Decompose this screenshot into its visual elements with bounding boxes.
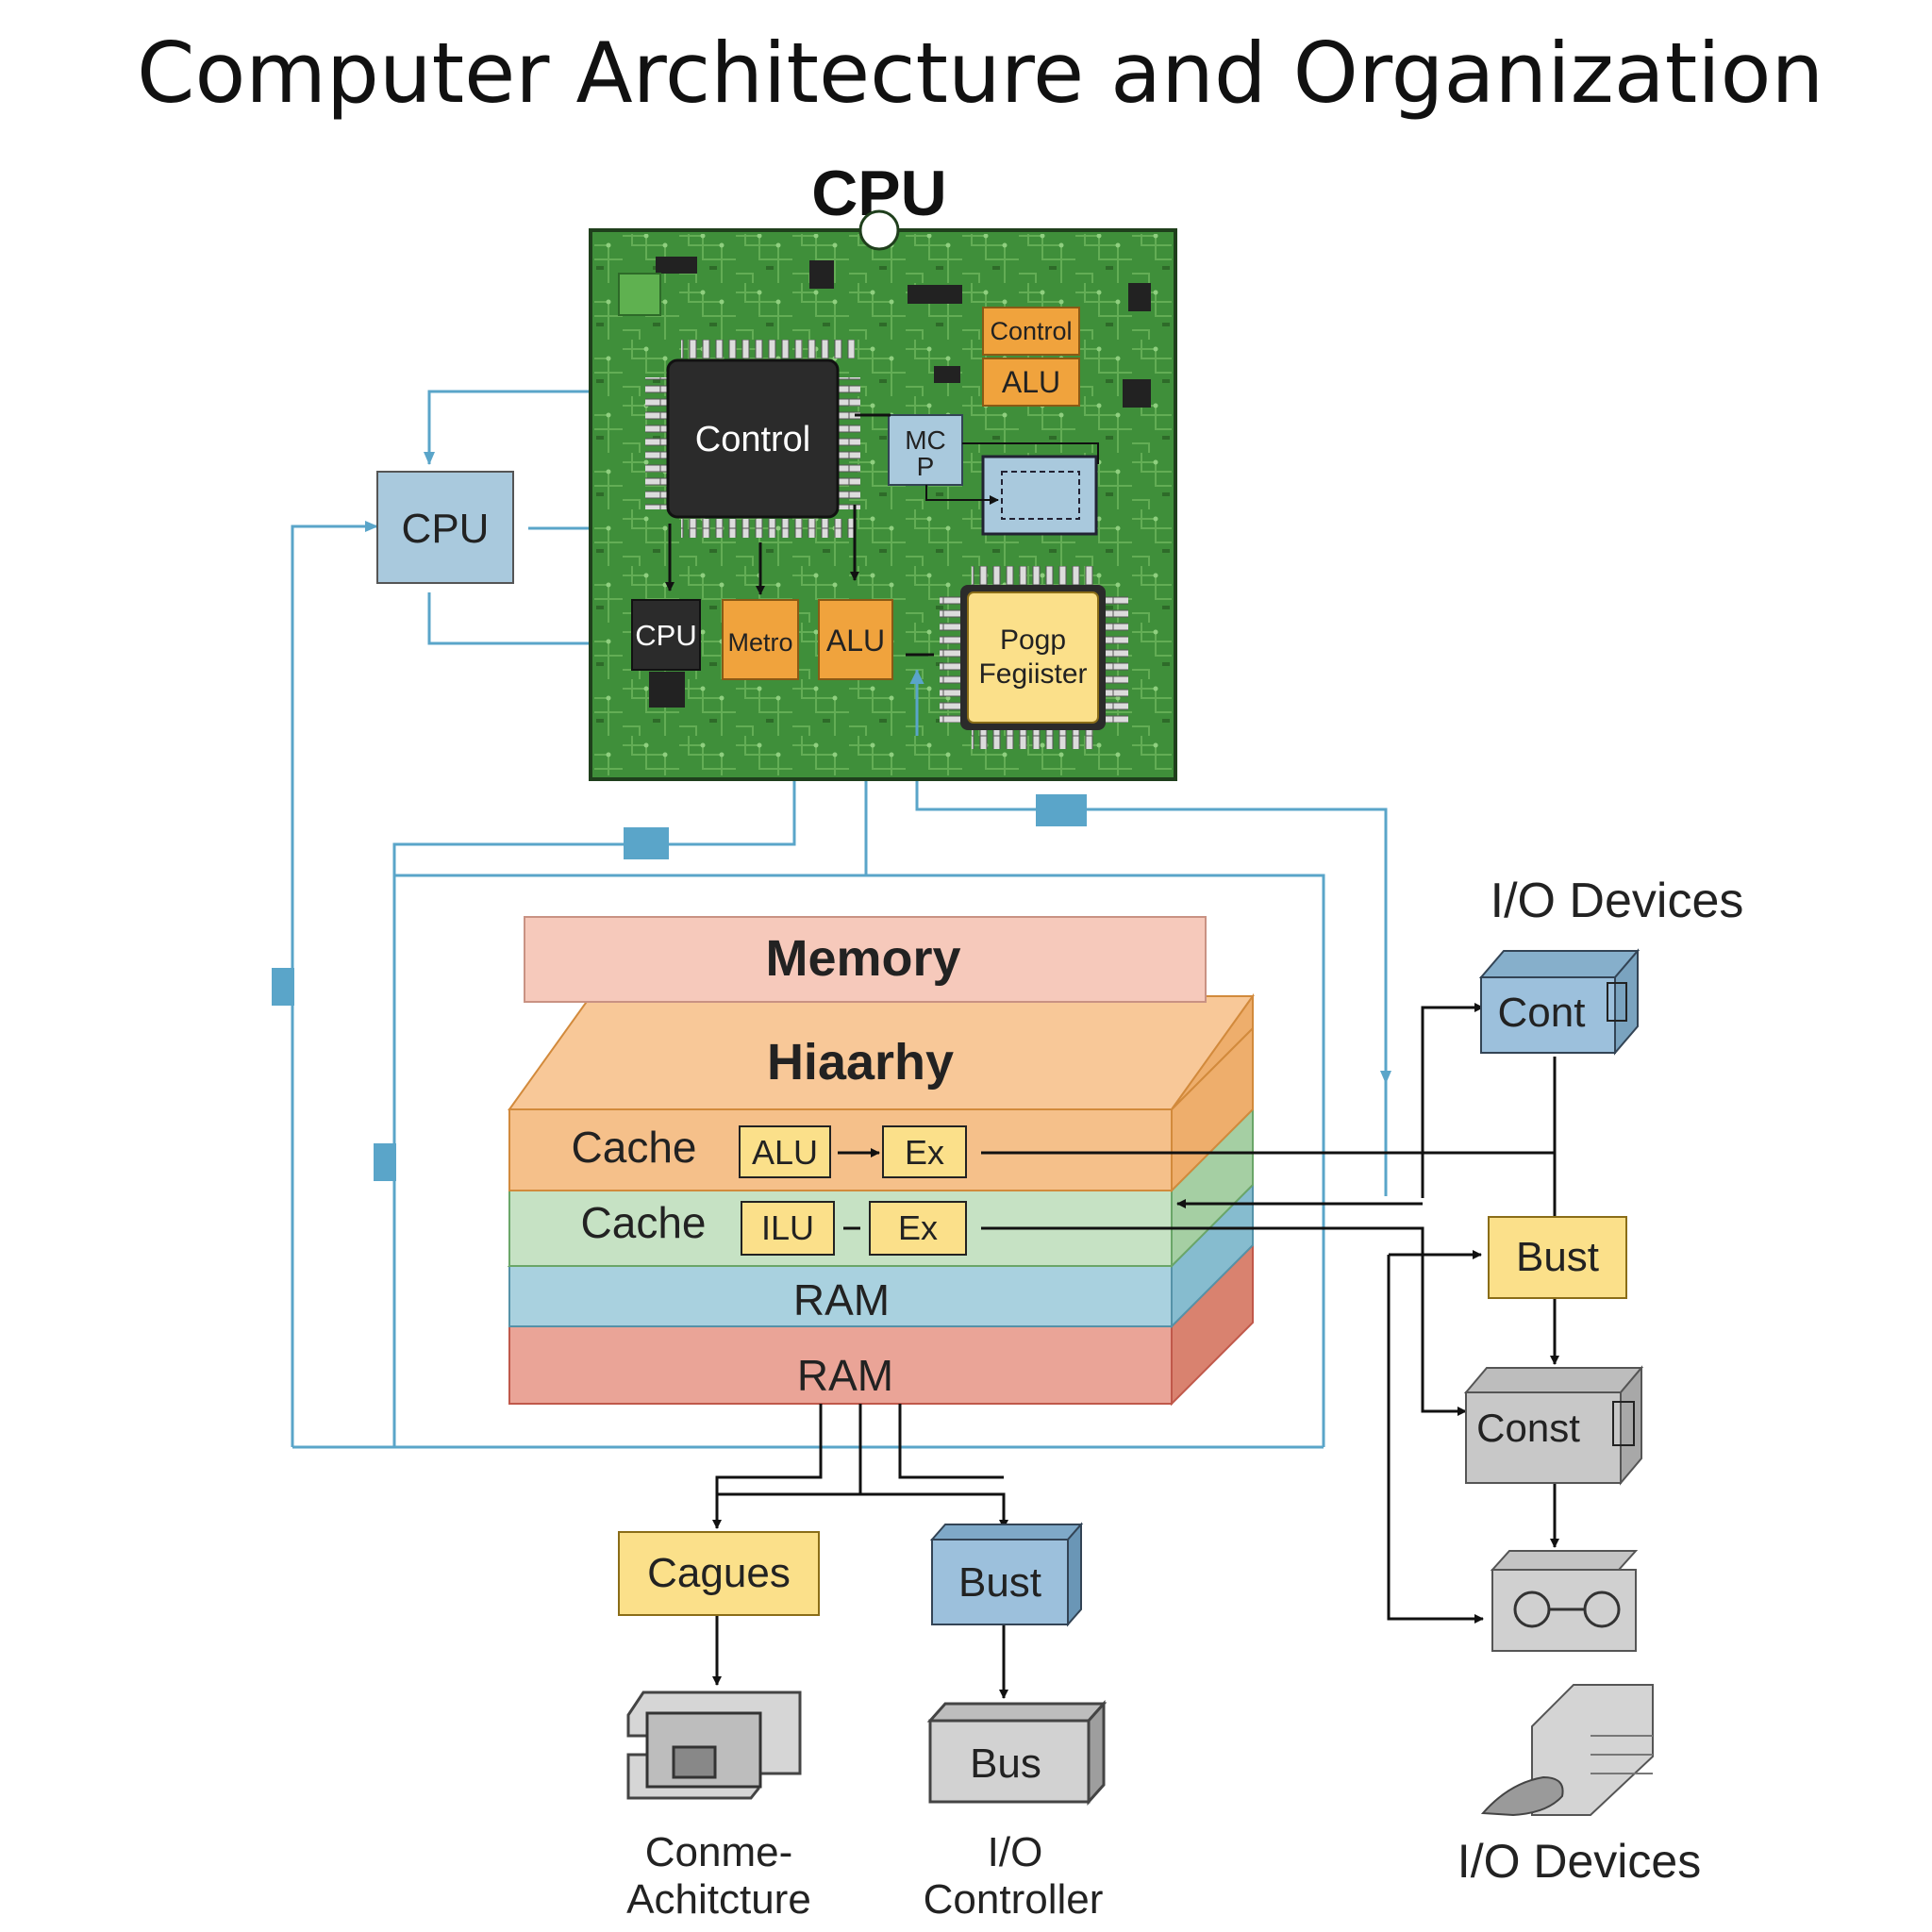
caption-mid-line1: I/O — [988, 1829, 1043, 1875]
control-chip-label: Control — [695, 420, 811, 459]
const-label: Const — [1476, 1406, 1580, 1450]
sensor-device-icon — [1490, 1550, 1639, 1652]
cont-device: Cont — [1478, 948, 1641, 1056]
caption-left-line1: Conme- — [645, 1829, 793, 1875]
control-chip: Control — [645, 340, 860, 538]
bust-bottom-box: Bust — [929, 1522, 1084, 1627]
connector-tabs — [272, 794, 1087, 1181]
cache2-unit-a-box — [741, 1201, 835, 1256]
board-arrows — [665, 413, 934, 657]
ram2-label: RAM — [797, 1351, 893, 1400]
cache1-label: Cache — [572, 1123, 697, 1172]
metro-block: Metro — [722, 599, 799, 680]
bus-device-label: Bus — [970, 1740, 1041, 1787]
cache2-unit-a: ILU — [761, 1208, 814, 1247]
cache2-label: Cache — [581, 1198, 707, 1247]
cagues-box: Cagues — [618, 1531, 820, 1616]
cache1-unit-b: Ex — [905, 1133, 944, 1172]
external-cpu-box: CPU — [376, 471, 514, 584]
caption-mid-line2: Controller — [924, 1876, 1104, 1923]
cache2-unit-b-box — [869, 1201, 967, 1256]
control-tag: Control — [990, 317, 1072, 345]
mcp-label-line1: MC — [905, 425, 946, 455]
alu-tag: ALU — [1002, 365, 1060, 399]
const-device: Const — [1463, 1365, 1644, 1486]
mcp-label-line2: P — [917, 452, 935, 481]
cache1-unit-a: ALU — [752, 1133, 818, 1172]
alu-mid-label: ALU — [826, 624, 885, 658]
cache2-unit-b: Ex — [898, 1208, 938, 1247]
external-cpu-label: CPU — [402, 506, 490, 552]
register-chip: Pogp Fegiister — [940, 566, 1128, 749]
small-cpu-chip: CPU — [631, 599, 701, 671]
io-heading: I/O Devices — [1491, 874, 1744, 928]
page-title: Computer Architecture and Organization — [137, 25, 1824, 122]
io-footer: I/O Devices — [1457, 1835, 1701, 1888]
caption-left-line2: Achitcture — [626, 1876, 811, 1923]
register-feed-arrow — [909, 671, 924, 684]
cache1-unit-b-box — [882, 1125, 967, 1178]
alu-mid-block: ALU — [818, 599, 893, 680]
bus-device-box: Bus — [926, 1700, 1108, 1806]
computer-device-icon — [626, 1690, 802, 1800]
cagues-label: Cagues — [647, 1550, 791, 1596]
bust-bottom-label: Bust — [958, 1559, 1041, 1606]
cache1-unit-a-box — [739, 1125, 831, 1178]
register-label-line2: Fegiister — [978, 658, 1087, 690]
mcp-block: MC P — [888, 414, 1099, 536]
cont-label: Cont — [1498, 990, 1586, 1036]
hierarchy-label: Hiaarhy — [767, 1034, 954, 1091]
io-connectors — [981, 1003, 1559, 1624]
register-label-line1: Pogp — [1000, 625, 1066, 656]
memory-stack — [507, 916, 1255, 1407]
ram1-label: RAM — [793, 1275, 890, 1324]
small-cpu-label: CPU — [635, 619, 696, 652]
memory-label: Memory — [765, 930, 960, 987]
bottom-connectors — [712, 1404, 1008, 1699]
bust-io-box: Bust — [1488, 1216, 1627, 1299]
drive-device-icon — [1480, 1684, 1654, 1817]
bust-io-label: Bust — [1516, 1234, 1599, 1280]
metro-label: Metro — [727, 628, 792, 657]
control-alu-tags: Control ALU — [982, 307, 1080, 407]
